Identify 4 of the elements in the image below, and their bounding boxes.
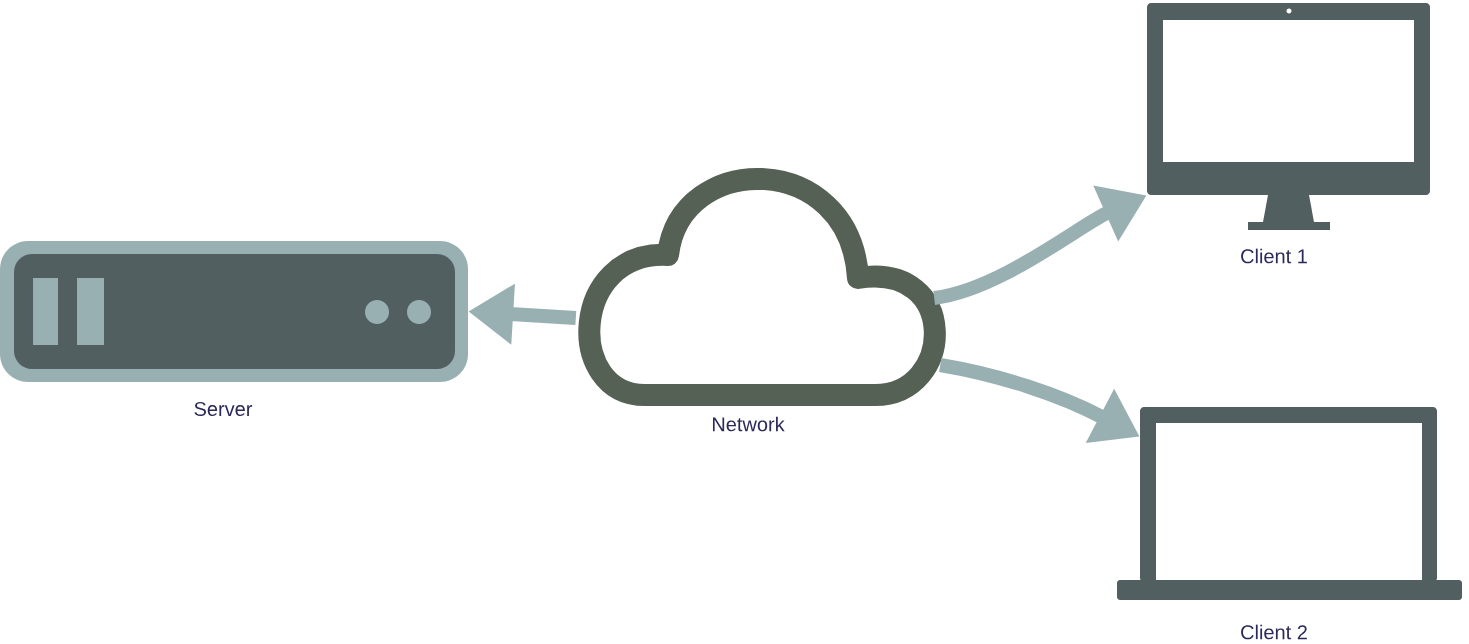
node-label: Network (713, 416, 785, 432)
node-label: Client 2 (1241, 624, 1307, 640)
node-label: Client 1 (1241, 248, 1307, 264)
node-label: Server (194, 401, 253, 417)
